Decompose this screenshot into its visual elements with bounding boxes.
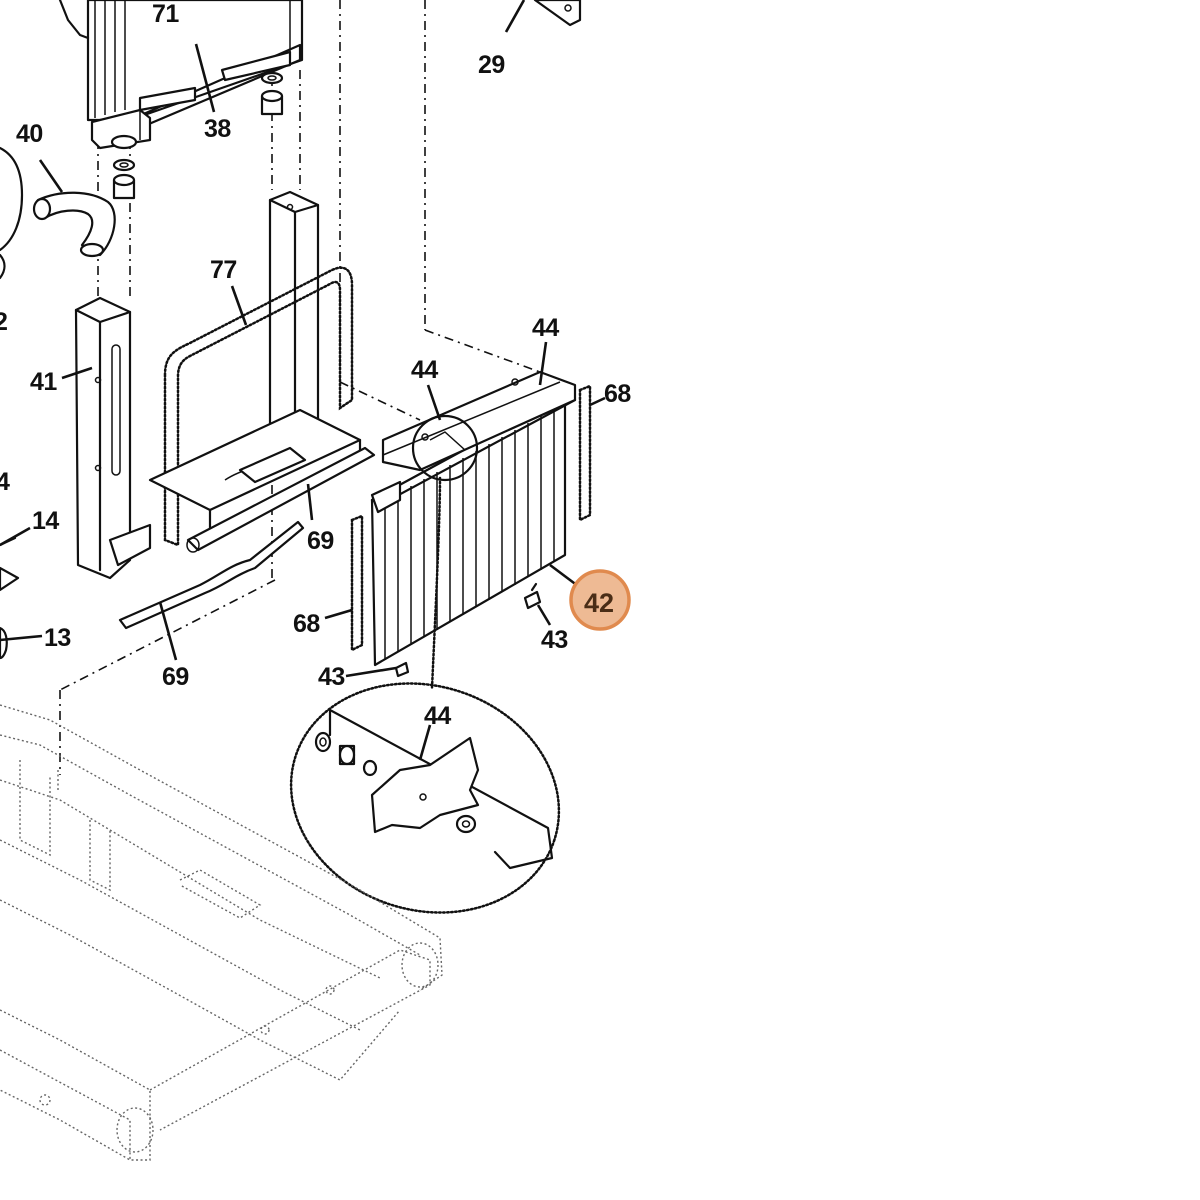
callout-40: 40 [16,120,43,148]
callout-labels: 71 29 38 40 2 77 41 44 44 68 4 14 69 68 … [0,0,632,730]
right-upright [268,190,320,442]
highlighted-callout-42[interactable]: 42 [569,569,631,631]
part-41-upright [74,296,152,580]
part-43-bolt-right [523,582,542,610]
callout-69-lower: 69 [162,663,189,691]
part-77-seal [163,266,354,547]
highlight-circle [569,569,631,631]
part-69-rail-lower [118,520,305,630]
part-13-fragment [0,626,8,660]
part-42-cooler-core [370,370,577,667]
detail-view-44 [289,682,561,914]
part-40-hose [32,191,116,258]
detail-zoom-connector [430,476,442,690]
part-69-rail-upper [186,446,376,553]
callout-68-left: 68 [293,610,320,638]
callout-38: 38 [204,115,231,143]
detail-bolt-stack [314,731,477,834]
callout-44-top-left: 44 [411,356,438,384]
callout-4: 4 [0,468,10,496]
part-68-seal-left [350,514,364,653]
callout-14: 14 [32,507,59,535]
callout-69-upper: 69 [307,527,334,555]
callout-41: 41 [30,368,57,396]
callout-leaders [0,0,606,761]
part-68-seal-right [578,384,592,523]
callout-44-top-right: 44 [532,314,559,342]
spacers-right [260,71,284,116]
callout-29: 29 [478,51,505,79]
callout-42: 42 [584,588,614,618]
part-14-fragment [0,536,20,592]
spacers-left [110,134,138,200]
detail-marker-44 [411,414,479,482]
base-frame [0,704,443,1161]
callout-71: 71 [152,0,179,28]
callout-43-left: 43 [318,663,345,691]
part-43-bolt-left [394,661,410,678]
cooler-fins [384,409,555,660]
callout-68-right: 68 [604,380,631,408]
part-71-radiator-top [58,0,304,150]
left-edge-fragments [0,146,24,280]
part-29-bracket [533,0,582,27]
callout-44-detail: 44 [424,702,451,730]
callout-43-right: 43 [541,626,568,654]
callout-13: 13 [44,624,71,652]
callout-2: 2 [0,308,7,336]
callout-77: 77 [210,256,237,284]
